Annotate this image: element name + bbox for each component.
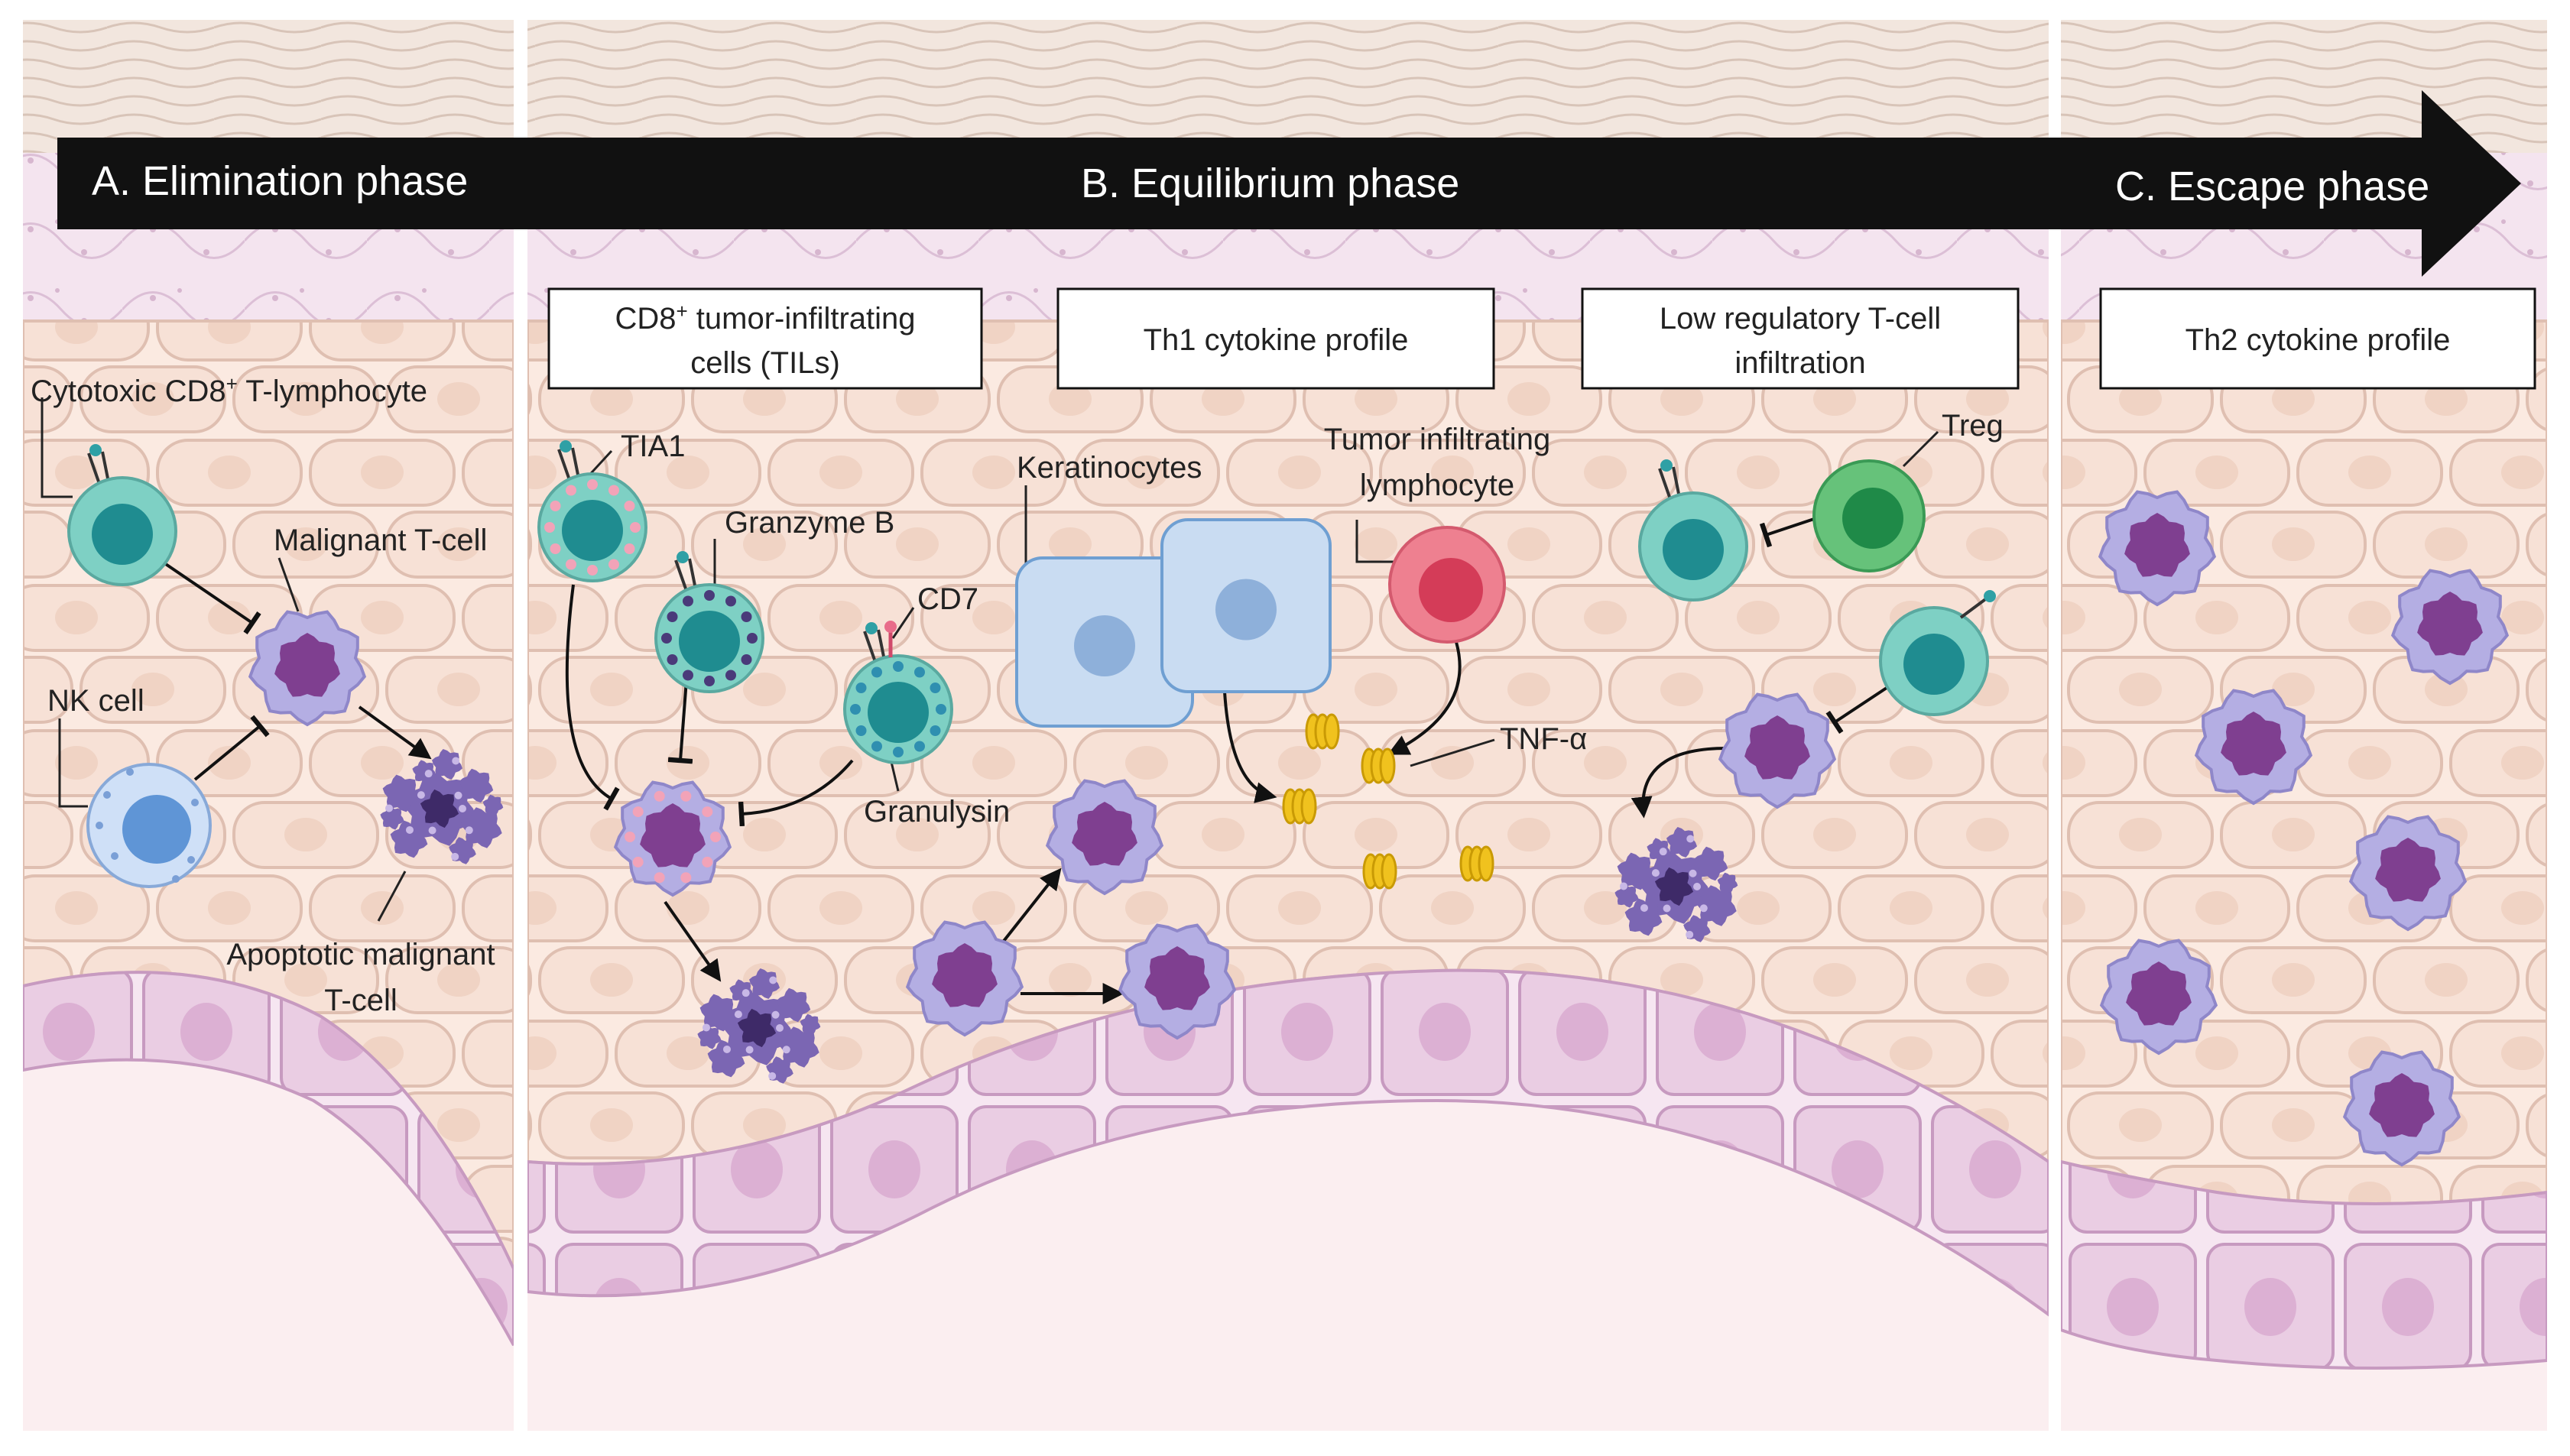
cytotoxic-cd8-t-cell-a [67, 444, 177, 586]
keratinocyte-to-tnf [1223, 691, 1277, 803]
til-to-tnf [1387, 641, 1462, 755]
tnf-alpha-4 [1362, 853, 1397, 890]
tumor-infiltrating-lymphocyte [1388, 526, 1506, 644]
target-to-apoptotic [664, 900, 722, 982]
box-th2-text: Th2 cytokine profile [2185, 323, 2451, 357]
label-treg: Treg [1942, 409, 2004, 443]
box-low-treg-line2: infiltration [1734, 346, 1865, 380]
apoptotic-malignant-t-cell-a [380, 749, 504, 864]
tia1-cytotoxic-cell [537, 440, 647, 582]
box-cd8-tils-line1: CD8+ tumor-infiltrating [615, 300, 915, 336]
proliferation-arrow-up [1000, 867, 1062, 945]
treg-inhibits-ctl [1759, 517, 1817, 548]
proliferating-malignant-t-cell-1 [1045, 779, 1164, 896]
leader-ctl [41, 397, 73, 498]
phase-label-escape: C. Escape phase [2115, 164, 2429, 209]
label-tnf-alpha: TNF-α [1500, 722, 1587, 756]
tnf-alpha-2 [1361, 747, 1396, 784]
apoptotic-malignant-t-cell-b [697, 968, 821, 1084]
leader-apoptotic [377, 871, 407, 922]
label-malignant-t-cell: Malignant T-cell [274, 524, 487, 557]
ctl-inhibits-malignant [155, 556, 261, 635]
cytotoxic-cd8-t-cell-c [1879, 590, 1996, 716]
tnf-alpha-1 [1305, 713, 1340, 750]
tia1-inhibits-target [565, 584, 620, 811]
escape-malignant-t-cell-1 [2098, 490, 2217, 607]
escape-malignant-t-cell-3 [2194, 689, 2313, 806]
label-cytotoxic-cd8: Cytotoxic CD8+ T-lymphocyte [31, 372, 427, 408]
label-apoptotic-2: T-cell [324, 984, 398, 1017]
leader-cd7 [891, 607, 915, 639]
malignant-to-apoptotic-b [1631, 747, 1747, 819]
label-tia1: TIA1 [621, 430, 685, 463]
box-th1-text: Th1 cytokine profile [1144, 323, 1409, 357]
leader-treg [1902, 430, 1939, 468]
malignant-t-cell-b [1718, 692, 1837, 809]
targeted-malignant-t-cell [613, 780, 732, 897]
box-th2: Th2 cytokine profile [2099, 287, 2536, 390]
malignant-to-apoptotic [358, 705, 432, 760]
box-cd8-tils: CD8+ tumor-infiltrating cells (TILs) [547, 287, 983, 390]
label-cd7: CD7 [917, 582, 978, 616]
leader-nk [58, 718, 88, 808]
nk-inhibits-malignant [193, 715, 270, 781]
escape-malignant-t-cell-2 [2390, 569, 2510, 686]
label-apoptotic-1: Apoptotic malignant [226, 938, 495, 971]
label-granzyme-b: Granzyme B [725, 506, 894, 540]
label-til-1: Tumor infiltrating [1324, 423, 1550, 456]
escape-malignant-t-cell-4 [2348, 815, 2468, 932]
ctl-inhibits-malignant-b [1825, 686, 1888, 734]
tnf-alpha-5 [1459, 845, 1494, 882]
escape-malignant-t-cell-6 [2342, 1050, 2461, 1167]
nk-cell [86, 763, 212, 888]
apoptotic-malignant-t-cell-c [1614, 827, 1738, 942]
box-th1: Th1 cytokine profile [1056, 287, 1495, 390]
tnf-alpha-3 [1282, 788, 1317, 825]
panel-elimination [23, 20, 514, 1431]
box-low-treg: Low regulatory T-cell infiltration [1581, 287, 2020, 390]
proliferating-malignant-t-cell-2 [905, 920, 1024, 1037]
cytotoxic-cd8-t-cell-b [1638, 459, 1748, 602]
label-til-2: lymphocyte [1360, 469, 1514, 502]
malignant-t-cell-a [248, 610, 367, 727]
label-keratinocytes: Keratinocytes [1017, 451, 1202, 485]
label-nk-cell: NK cell [47, 684, 144, 718]
phase-timeline-arrow [57, 90, 2521, 277]
box-low-treg-line1: Low regulatory T-cell [1660, 302, 1941, 336]
escape-malignant-t-cell-5 [2099, 939, 2218, 1056]
label-granulysin: Granulysin [864, 795, 1010, 829]
granulysin-cytotoxic-cell [843, 621, 953, 764]
phase-label-equilibrium: B. Equilibrium phase [1081, 161, 1459, 206]
leader-malignant [277, 557, 300, 612]
keratinocyte-2 [1160, 518, 1332, 693]
box-cd8-tils-line2: cells (TILs) [690, 346, 840, 380]
granulysin-inhibits-target [738, 759, 854, 827]
cd7-marker [884, 621, 897, 633]
phase-label-elimination: A. Elimination phase [92, 158, 468, 204]
granzyme-inhibits-target [667, 679, 693, 764]
treg-cell [1812, 459, 1926, 572]
leader-tnf [1410, 738, 1495, 767]
granzyme-b-cytotoxic-cell [654, 551, 764, 693]
proliferating-malignant-t-cell-3 [1118, 923, 1237, 1040]
leader-til [1355, 520, 1395, 563]
